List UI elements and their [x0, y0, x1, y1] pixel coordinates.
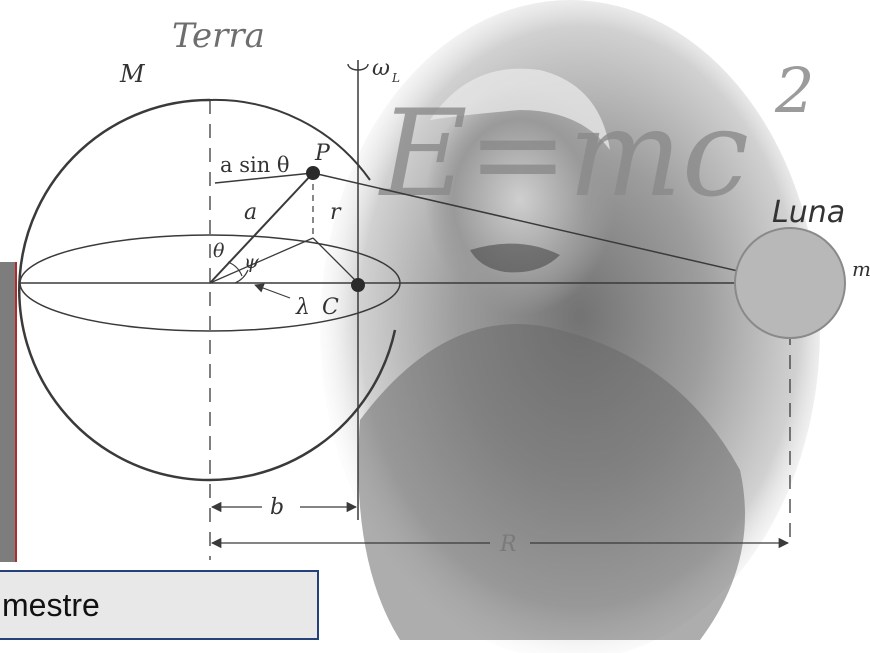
psi-arc — [234, 269, 249, 284]
theta-arc — [227, 261, 243, 277]
radius-line-a — [209, 172, 314, 284]
earth-label: Terra — [172, 16, 265, 56]
lambda-pointer — [254, 283, 291, 299]
omega-rotation-icon — [347, 63, 369, 71]
distance-R-label: R — [499, 532, 517, 557]
point-p-dot — [306, 166, 320, 180]
left-side-bar — [0, 262, 17, 562]
moon-mass-label: m — [852, 257, 870, 281]
p-to-moon-line — [312, 172, 791, 284]
moon-disc — [734, 227, 846, 339]
formula-exponent: 2 — [774, 54, 814, 127]
earth-mass-label: M — [119, 60, 146, 88]
lambda-label: λ — [295, 295, 310, 320]
caption-box: mestre — [0, 570, 319, 640]
theta-label: θ — [213, 240, 225, 262]
portrait-silhouette — [320, 0, 820, 653]
distance-r-label: r — [330, 200, 342, 225]
point-p-label: P — [314, 141, 331, 166]
point-c-dot — [351, 278, 365, 292]
moon-label: Luna — [772, 195, 845, 230]
formula-main: E=mc — [378, 85, 749, 224]
dimensions — [210, 63, 790, 549]
radius-a-label: a — [244, 200, 257, 225]
psi-label: ψ — [244, 251, 260, 273]
earth-outline — [18, 98, 397, 482]
diagram-labels: Terra M ω L a sin θ P a r θ ψ λ C b R Lu… — [119, 16, 870, 557]
omega-label: ω — [372, 56, 390, 81]
formula-emc2: E=mc 2 — [378, 54, 814, 224]
omega-sub-label: L — [391, 71, 400, 85]
distance-b-label: b — [270, 495, 284, 520]
a-sin-theta-label: a sin θ — [220, 153, 290, 177]
projection-line-2 — [312, 237, 361, 286]
projection-line — [209, 237, 314, 284]
earth-outline-top — [209, 98, 371, 181]
caption-text: mestre — [2, 586, 100, 623]
a-sin-theta-line — [214, 172, 314, 184]
center-c-label: C — [322, 295, 339, 320]
